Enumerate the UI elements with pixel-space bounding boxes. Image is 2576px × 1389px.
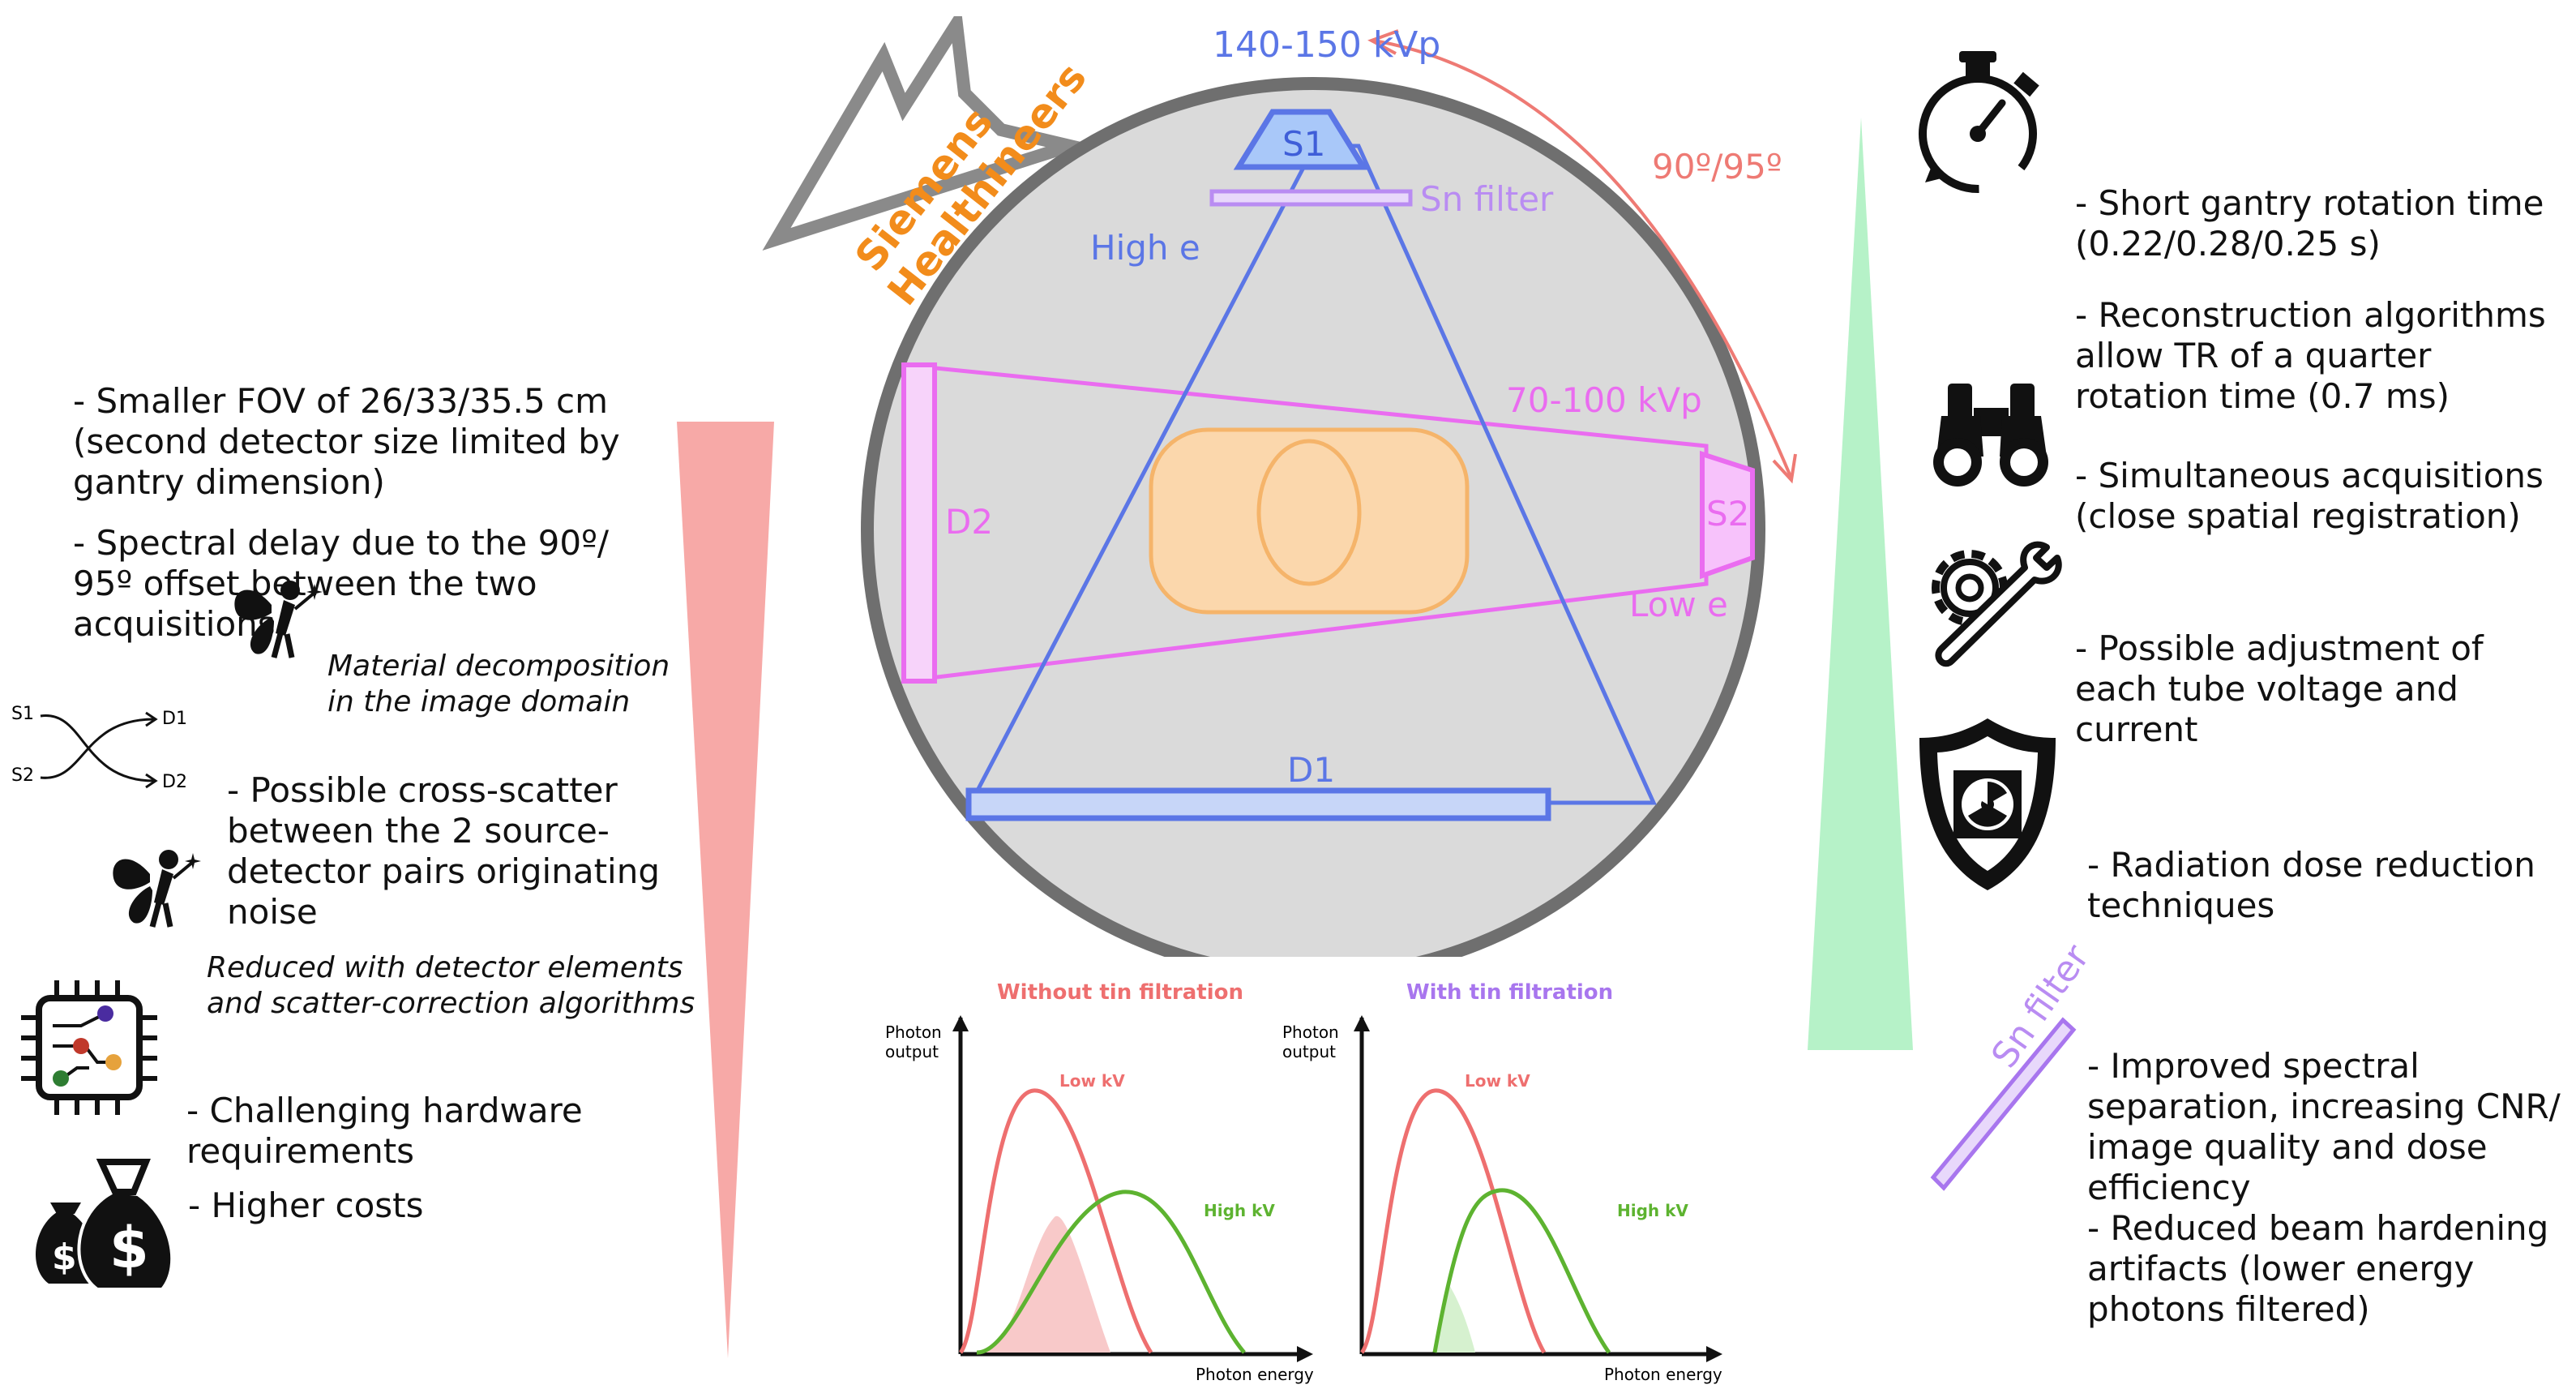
chart-xlabel: Photon energy <box>1196 1365 1314 1384</box>
cross-s1-label: S1 <box>11 704 34 724</box>
s1-label: S1 <box>1282 124 1325 164</box>
sn-filter-bar <box>1209 189 1413 207</box>
low-kv-label: Low kV <box>1059 1071 1125 1091</box>
gear-wrench-icon <box>1932 541 2062 667</box>
sn-filter-icon: Sn filter <box>1930 941 2091 1191</box>
cross-d1-label: D1 <box>162 709 187 729</box>
high-kv-label: High kV <box>1204 1201 1275 1220</box>
svg-text:$: $ <box>109 1215 149 1281</box>
spectrum-chart-without-filtration: Without tin filtration Photon output Low… <box>885 980 1314 1384</box>
cross-scatter-diagram: S1 S2 D1 D2 <box>11 704 187 792</box>
cross-s2-label: S2 <box>11 765 34 786</box>
chart-ylabel-2: output <box>885 1042 939 1061</box>
low-energy-label: Low e <box>1629 585 1728 624</box>
high-kv-label: High kV <box>1617 1201 1688 1220</box>
gantry-diagram: Siemens Healthineers 140-150 kVp S1 Sn f… <box>762 16 1797 957</box>
binoculars-icon <box>1933 384 2048 487</box>
advantage-wedge <box>1808 118 1913 1050</box>
rotation-text: - Short gantry rotation time(0.22/0.28/0… <box>2075 183 2544 264</box>
cross-d2-label: D2 <box>162 772 187 792</box>
chip-icon <box>21 980 157 1115</box>
money-bags-icon: $ $ <box>35 1159 174 1291</box>
s2-kvp-label: 70-100 kVp <box>1506 380 1702 420</box>
stopwatch-icon <box>1919 51 2039 193</box>
chart-xlabel: Photon energy <box>1604 1365 1722 1384</box>
chart-title: Without tin filtration <box>997 980 1243 1005</box>
costs-text: - Higher costs <box>188 1185 424 1225</box>
fairy-icon-2 <box>113 850 201 928</box>
simultaneous-text: - Simultaneous acquisitions(close spatia… <box>2075 456 2544 536</box>
spectrum-chart-with-filtration: With tin filtration Photon output Low kV… <box>1282 980 1722 1384</box>
spectral-delay-text: - Spectral delay due to the 90º/95º offs… <box>73 523 610 644</box>
patient-organ <box>1256 439 1362 586</box>
sn-filter-label: Sn filter <box>1420 179 1554 219</box>
offset-angle-label: 90º/95º <box>1652 147 1782 186</box>
patient-body <box>1149 427 1470 615</box>
detector-d2 <box>901 362 937 684</box>
chart-ylabel-1: Photon <box>885 1022 942 1042</box>
d1-label: D1 <box>1287 750 1335 790</box>
detector-d1 <box>965 787 1551 821</box>
chart-ylabel-1: Photon <box>1282 1022 1339 1042</box>
chart-title: With tin filtration <box>1406 980 1613 1005</box>
s1-kvp-label: 140-150 kVp <box>1213 24 1440 66</box>
disadvantage-wedge <box>677 422 774 1358</box>
high-energy-label: High e <box>1090 228 1200 268</box>
radiation-shield-icon <box>1919 718 2056 890</box>
d2-label: D2 <box>945 502 993 542</box>
source-s2 <box>1700 450 1755 580</box>
offset-angle-arrow <box>1373 39 1793 479</box>
low-kv-label: Low kV <box>1465 1071 1530 1091</box>
fov-text: - Smaller FOV of 26/33/35.5 cm(second de… <box>73 381 620 502</box>
svg-text:$: $ <box>52 1237 77 1278</box>
source-s1 <box>1233 109 1369 170</box>
chart-ylabel-2: output <box>1282 1042 1336 1061</box>
fairy-icon <box>234 581 323 658</box>
s2-label: S2 <box>1706 494 1749 534</box>
